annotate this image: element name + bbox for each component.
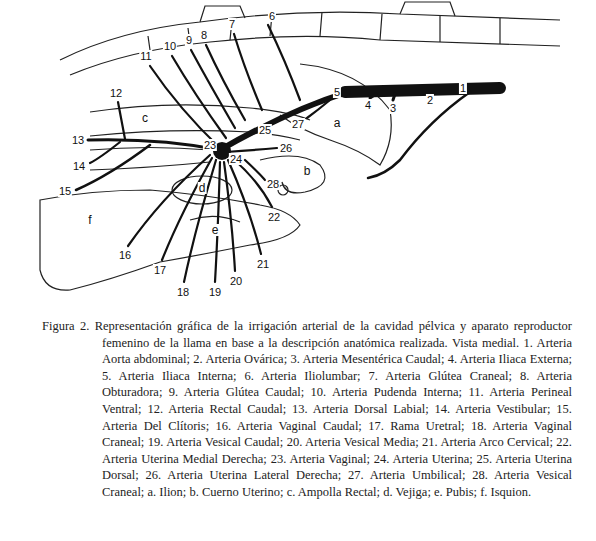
uterine-lateral [226, 148, 277, 152]
urethral-branch [162, 158, 212, 260]
callout-number: 14 [72, 160, 86, 172]
arteries [76, 25, 500, 282]
part-letter: e [211, 224, 220, 236]
bladder [172, 176, 232, 204]
spinous-process [200, 2, 455, 22]
callout-number: 5 [333, 86, 341, 98]
figure-caption: Figura 2. Representación gráfica de la i… [42, 318, 572, 501]
ilium [280, 64, 391, 165]
caudal-vaginal [128, 155, 210, 246]
part-letter: a [333, 117, 342, 129]
callout-number: 24 [229, 153, 243, 165]
skeleton [40, 2, 560, 290]
callout-number: 15 [58, 185, 72, 197]
ovarian-artery [368, 92, 470, 178]
iliolumbar [268, 25, 300, 100]
callout-number: 4 [364, 99, 372, 111]
callout-number: 21 [256, 258, 270, 270]
callout-number: 26 [279, 142, 293, 154]
callout-number: 20 [229, 275, 243, 287]
callout-number: 10 [163, 40, 177, 52]
callout-number: 22 [267, 211, 281, 223]
vestibular [90, 142, 120, 163]
callout-number: 11 [139, 50, 152, 62]
callout-number: 2 [426, 94, 434, 106]
callout-number: 18 [176, 286, 190, 298]
callout-number: 1 [459, 82, 467, 94]
callout-number: 12 [109, 87, 123, 99]
caudal-rectal [118, 102, 125, 139]
part-letter: b [303, 165, 312, 177]
caudal-mesenteric [393, 94, 395, 100]
clitoral [76, 145, 150, 190]
part-letter: c [141, 112, 149, 124]
cranial-gluteal [234, 34, 262, 110]
cranial-vaginal [184, 160, 216, 282]
callout-number: 25 [258, 124, 272, 136]
aorta [345, 88, 500, 92]
callout-number: 7 [228, 18, 236, 30]
caudal-vesical [215, 162, 220, 282]
middle-vesical [224, 162, 235, 271]
callout-number: 13 [71, 134, 85, 146]
callout-number: 17 [153, 264, 167, 276]
callout-number: 16 [118, 249, 132, 261]
obturator [206, 45, 245, 120]
callout-number: 6 [268, 10, 276, 22]
part-letter: d [198, 182, 207, 194]
part-letter: f [87, 214, 92, 226]
callout-number: 19 [208, 286, 222, 298]
callout-number: 28 [266, 178, 280, 190]
cervical-arch [228, 160, 261, 254]
spine-ventral [70, 36, 560, 75]
cranial-vesical [245, 160, 265, 180]
caudal-gluteal [191, 50, 235, 128]
callout-number: 27 [291, 118, 305, 130]
external-iliac [370, 94, 376, 98]
callout-number: 8 [200, 29, 208, 41]
callout-number: 3 [389, 102, 397, 114]
callout-number: 23 [203, 139, 217, 151]
ventral-perineal [150, 66, 220, 148]
uterine-horn [260, 156, 325, 193]
obturator-edge [190, 216, 240, 222]
callout-number: 9 [185, 34, 193, 46]
umbilical [307, 100, 330, 118]
pudendal-trunk [88, 140, 220, 150]
